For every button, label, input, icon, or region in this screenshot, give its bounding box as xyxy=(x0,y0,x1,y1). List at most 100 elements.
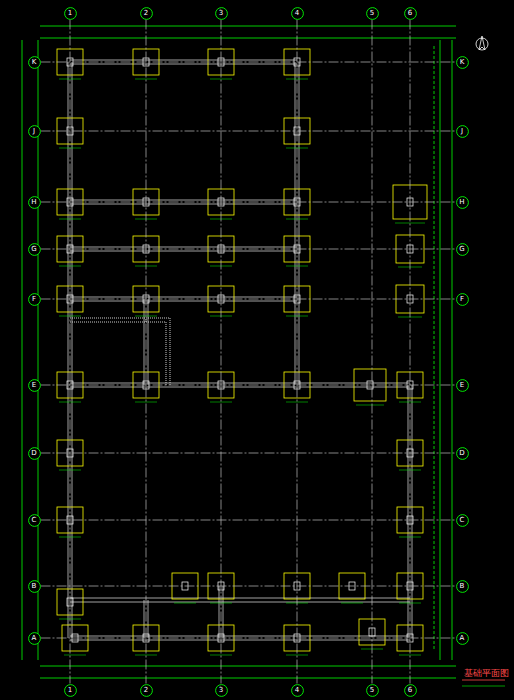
north-arrow xyxy=(476,36,488,50)
grid-bubble: C xyxy=(456,514,469,527)
tie-beam xyxy=(70,204,297,205)
drawing-title: 基础平面图 xyxy=(464,667,509,680)
axis-line xyxy=(41,520,456,521)
grid-bubble: 5 xyxy=(366,7,379,20)
foundation-pads xyxy=(57,49,427,655)
grid-bubble: 4 xyxy=(291,684,304,697)
axis-label: 6 xyxy=(404,684,417,697)
grid-bubble: 4 xyxy=(291,7,304,20)
axis-line xyxy=(372,20,373,684)
tie-beam xyxy=(70,247,297,248)
axis-line xyxy=(41,202,456,203)
pad-dimension xyxy=(135,402,157,403)
axis-label: 3 xyxy=(215,684,228,697)
axis-label: H xyxy=(28,196,41,209)
title-underline xyxy=(462,680,505,681)
pad-dimension xyxy=(356,405,384,406)
axis-label: 6 xyxy=(404,7,417,20)
tie-beam xyxy=(70,383,410,384)
axis-label: G xyxy=(456,243,469,256)
axis-label: J xyxy=(456,125,469,138)
axis-label: K xyxy=(28,56,41,69)
grid-bubble: 5 xyxy=(366,684,379,697)
tie-beam xyxy=(408,385,409,638)
pad-dimension xyxy=(210,655,232,656)
axis-line xyxy=(41,453,456,454)
axis-label: 1 xyxy=(64,7,77,20)
pad-dimension xyxy=(399,655,421,656)
grid-bubble: G xyxy=(28,243,41,256)
pad-dimension xyxy=(399,402,421,403)
axis-label: C xyxy=(456,514,469,527)
axis-label: J xyxy=(28,125,41,138)
axis-line xyxy=(146,20,147,684)
axis-label: A xyxy=(456,632,469,645)
note-line xyxy=(462,686,505,687)
tie-beam xyxy=(299,62,300,385)
axis-label: 4 xyxy=(291,684,304,697)
axis-label: 3 xyxy=(215,7,228,20)
pad-dimension xyxy=(286,655,308,656)
axis-label: D xyxy=(456,447,469,460)
grid-bubble: B xyxy=(456,580,469,593)
pad-dimension xyxy=(341,603,363,604)
grid-bubble: 1 xyxy=(64,684,77,697)
pad-dimension xyxy=(59,79,81,80)
axis-label: C xyxy=(28,514,41,527)
grid-bubble: B xyxy=(28,580,41,593)
tie-beam xyxy=(68,62,69,638)
tie-beam xyxy=(223,586,224,638)
hatched-wall xyxy=(70,318,170,385)
tie-beam xyxy=(70,64,297,65)
pad-dimension xyxy=(395,223,425,224)
tie-beam xyxy=(72,62,73,638)
tie-beams xyxy=(68,60,412,640)
axis-label: F xyxy=(456,293,469,306)
pad-dimension xyxy=(135,655,157,656)
axis-label: B xyxy=(456,580,469,593)
axis-line xyxy=(41,586,456,587)
grid-bubble: 6 xyxy=(404,684,417,697)
axis-label: K xyxy=(456,56,469,69)
grid-bubble: H xyxy=(28,196,41,209)
pad-dimension xyxy=(286,402,308,403)
axis-line xyxy=(41,249,456,250)
axis-label: 2 xyxy=(140,7,153,20)
grid-bubble: D xyxy=(28,447,41,460)
axis-line xyxy=(41,638,456,639)
pad-dimension xyxy=(210,402,232,403)
axis-label: H xyxy=(456,196,469,209)
axis-line xyxy=(41,299,456,300)
pad-dimension xyxy=(174,603,196,604)
grid-bubble: 2 xyxy=(140,684,153,697)
axis-label: 2 xyxy=(140,684,153,697)
tie-beam xyxy=(219,586,220,638)
axis-line xyxy=(221,20,222,684)
axis-label: E xyxy=(456,379,469,392)
tie-beam xyxy=(70,297,297,298)
pad-dimension xyxy=(64,655,86,656)
pad-dimension xyxy=(286,79,308,80)
pad-dimension xyxy=(59,402,81,403)
dimension-lines xyxy=(22,26,456,678)
grid-bubble: K xyxy=(456,56,469,69)
axis-label: B xyxy=(28,580,41,593)
grid-bubble: 6 xyxy=(404,7,417,20)
axis-line xyxy=(410,20,411,684)
axis-label: F xyxy=(28,293,41,306)
axis-line xyxy=(297,20,298,684)
tie-beam xyxy=(70,60,297,61)
tie-beam xyxy=(70,387,410,388)
grid-bubble: K xyxy=(28,56,41,69)
pad-dimension xyxy=(135,79,157,80)
tie-beam xyxy=(70,602,410,603)
tie-beam xyxy=(295,62,296,385)
axis-line xyxy=(41,131,456,132)
grid-bubble: C xyxy=(28,514,41,527)
grid-bubble: E xyxy=(456,379,469,392)
grid-bubble: F xyxy=(456,293,469,306)
axis-label: 1 xyxy=(64,684,77,697)
tie-beam xyxy=(70,598,410,599)
axis-label: 4 xyxy=(291,7,304,20)
